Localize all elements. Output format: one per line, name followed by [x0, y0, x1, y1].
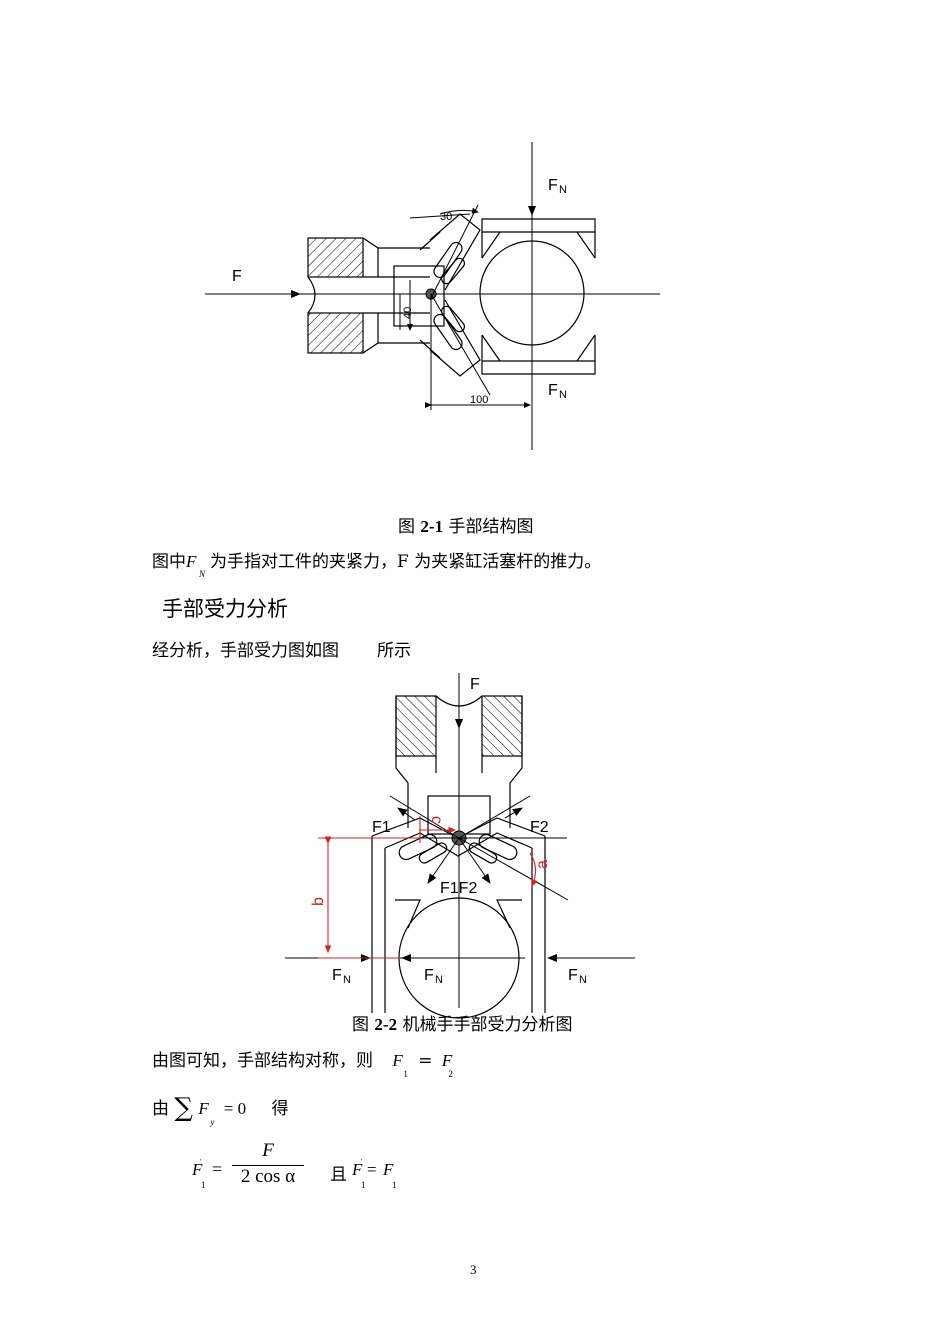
figure-2-1-diagram: F F N F N 30 40 100 [205, 142, 660, 450]
label-force-f: F [470, 676, 480, 693]
label-angle-a: a [534, 860, 551, 869]
figure-2-2-caption: 图 2-2 机械手手部受力分析图 [352, 1015, 573, 1035]
label-angle: 30 [440, 211, 452, 223]
svg-text:N: N [559, 184, 567, 196]
svg-text:N: N [435, 974, 443, 986]
label-dim-40: 40 [402, 307, 414, 319]
figure-2-2-diagram: F F1 F2 F1F2 F N F N F N b c a [285, 673, 635, 1019]
paragraph-analysis-intro: 经分析，手部受力图如图所示 [152, 641, 411, 661]
label-fn-left: F [332, 967, 342, 984]
label-dim-100: 100 [470, 394, 488, 406]
label-fn-top: F [548, 177, 558, 194]
cylinder-block-left [395, 695, 437, 757]
label-force-f: F [232, 268, 242, 285]
cylinder-block-right [481, 695, 523, 757]
fraction: F 2 cos α [232, 1140, 304, 1188]
label-f1-prime: F1 [372, 819, 391, 836]
label-fn-right: F [568, 967, 578, 984]
svg-text:N: N [343, 974, 351, 986]
page-number: 3 [470, 1262, 477, 1277]
figure-2-1-caption: 图 2-1 手部结构图 [398, 517, 534, 537]
cylinder-block-bottom [307, 312, 364, 354]
label-fn-bottom: F [548, 382, 558, 399]
section-heading: 手部受力分析 [162, 597, 288, 621]
label-dim-b: b [310, 897, 327, 906]
label-f1-f2: F1F2 [440, 880, 477, 897]
label-fn-center: F [424, 967, 434, 984]
label-dim-c: c [428, 816, 445, 824]
svg-text:N: N [559, 389, 567, 401]
figure-2-2-labels: F F1 F2 F1F2 F N F N F N b c a [310, 676, 587, 986]
svg-text:N: N [579, 974, 587, 986]
label-f2-prime: F2 [530, 819, 549, 836]
cylinder-block-top [307, 237, 364, 278]
figure-2-1-labels: F F N F N 30 40 100 [232, 177, 567, 406]
